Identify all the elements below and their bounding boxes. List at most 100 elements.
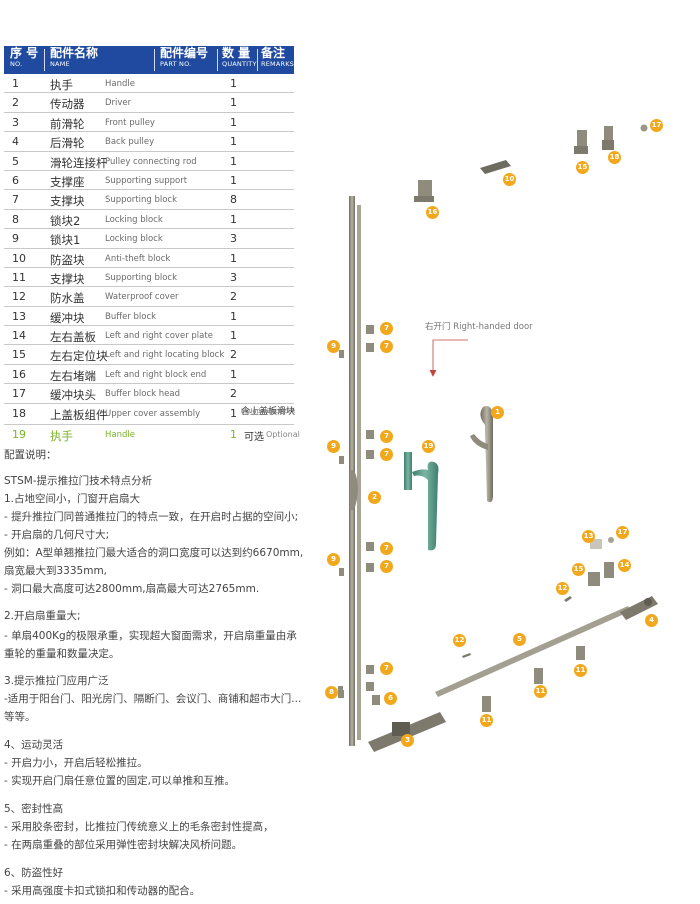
- row-en: Waterproof cover: [105, 292, 179, 303]
- support-blocks: [339, 325, 374, 698]
- row-cn: 后滑轮: [50, 136, 85, 151]
- desc-line: - 实现开启门扇任意位置的固定,可以单推和互推。: [4, 775, 235, 787]
- callout-badge: 7: [380, 560, 393, 573]
- row-cn: 锁块2: [50, 213, 81, 228]
- row-no: 7: [12, 193, 19, 207]
- row-en: Anti-theft block: [105, 253, 171, 264]
- desc-line: 等等。: [4, 711, 36, 723]
- row-qty: 1: [230, 329, 237, 343]
- desc-line: - 采用高强度卡扣式锁扣和传动器的配合。: [4, 885, 201, 897]
- row-qty: 1: [230, 154, 237, 168]
- row-no: 17: [12, 387, 26, 401]
- callout-badge: 4: [645, 614, 658, 627]
- row-no: 8: [12, 212, 19, 226]
- handle-grey: [470, 406, 493, 503]
- row-qty: 3: [230, 232, 237, 246]
- row-qty: 1: [230, 212, 237, 226]
- row-cn: 防盗块: [50, 252, 85, 267]
- row-cn: 滑轮连接杆: [50, 155, 108, 170]
- desc-line: 4、运动灵活: [4, 739, 64, 751]
- desc-line: - 在两扇重叠的部位采用弹性密封块解决风桥问题。: [4, 839, 243, 851]
- callout-badge: 7: [380, 448, 393, 461]
- desc-line: - 提升推拉门同普通推拉门的特点一致，在开启时占据的空间小;: [4, 511, 299, 523]
- row-no: 14: [12, 329, 26, 343]
- row-en: Buffer block head: [105, 389, 180, 400]
- callout-badge: 11: [574, 664, 587, 677]
- row-en: Locking block: [105, 214, 163, 225]
- callout-badge: 2: [368, 491, 381, 504]
- row-qty: 2: [230, 387, 237, 401]
- right-handed-door-label: 右开门 Right-handed door: [425, 322, 533, 332]
- row-qty: 1: [230, 135, 237, 149]
- row-en: Pulley connecting rod: [105, 156, 197, 167]
- row-en: Front pulley: [105, 117, 155, 128]
- row-qty: 1: [230, 251, 237, 265]
- pulley-rod: [435, 606, 631, 697]
- callout-badge: 14: [618, 559, 631, 572]
- callout-badge: 17: [616, 526, 629, 539]
- row-qty: 1: [230, 77, 237, 90]
- table-row: 18 上盖板组件 Upper cover assembly 1 含上盖板滑块 I…: [4, 404, 296, 425]
- row-qty: 8: [230, 193, 237, 207]
- callout-badge: 18: [608, 151, 621, 164]
- row-en: Left and right block end: [105, 369, 207, 380]
- row-cn: 防水盖: [50, 291, 85, 306]
- row-cn: 支撑块: [50, 271, 85, 286]
- row-qty: 2: [230, 290, 237, 304]
- callout-badge: 15: [576, 161, 589, 174]
- row-en: Supporting support: [105, 175, 188, 186]
- desc-line: 5、密封性高: [4, 803, 64, 815]
- callout-badge: 13: [582, 530, 595, 543]
- row-qty: 1: [230, 173, 237, 187]
- callout-badge: 8: [325, 686, 338, 699]
- row-cn: 支撑座: [50, 174, 85, 189]
- callout-badge: 9: [327, 340, 340, 353]
- row-qty: 1: [230, 367, 237, 381]
- direction-arrow: [429, 339, 468, 377]
- back-pulley: [620, 596, 658, 620]
- row-en: Left and right locating block: [105, 350, 225, 361]
- row-cn: 前滑轮: [50, 116, 85, 131]
- row-no: 9: [12, 232, 19, 246]
- desc-line: -适用于阳台门、阳光房门、隔断门、会议门、商铺和超市大门...: [4, 693, 302, 705]
- callout-badge: 9: [327, 553, 340, 566]
- row-no: 13: [12, 309, 26, 323]
- desc-line: - 开启扇的几何尺寸大;: [4, 529, 110, 541]
- callout-badge: 12: [556, 582, 569, 595]
- row-qty: 1: [230, 115, 237, 129]
- table-row: 6 支撑座 Supporting support 1: [4, 171, 294, 191]
- row-cn: 缓冲块头: [50, 388, 96, 403]
- row-cn: 支撑块: [50, 194, 85, 209]
- desc-line: 配置说明：: [4, 449, 57, 461]
- callout-badge: 7: [380, 340, 393, 353]
- desc-line: 3.提示推拉门应用广泛: [4, 675, 109, 687]
- row-qty: 2: [230, 348, 237, 362]
- callout-badge: 3: [401, 734, 414, 747]
- row-cn: 缓冲块: [50, 310, 85, 325]
- support-blocks-11: [482, 646, 585, 712]
- desc-line: - 开启力小，开启后轻松推拉。: [4, 757, 148, 769]
- row-en: Back pulley: [105, 137, 155, 148]
- row-en: Supporting block: [105, 195, 178, 206]
- desc-line: 扇宽最大到3335mm,: [4, 565, 108, 577]
- table-row: 7 支撑块 Supporting block 8: [4, 190, 294, 210]
- row-en: Buffer block: [105, 311, 157, 322]
- right-cluster: [564, 537, 614, 602]
- row-no: 6: [12, 173, 19, 187]
- row-cn: 左右定位块: [50, 349, 108, 364]
- callout-badge: 19: [422, 440, 435, 453]
- row-en: Left and right cover plate: [105, 331, 213, 342]
- hardware-drawing: [338, 124, 658, 752]
- row-no: 15: [12, 348, 26, 362]
